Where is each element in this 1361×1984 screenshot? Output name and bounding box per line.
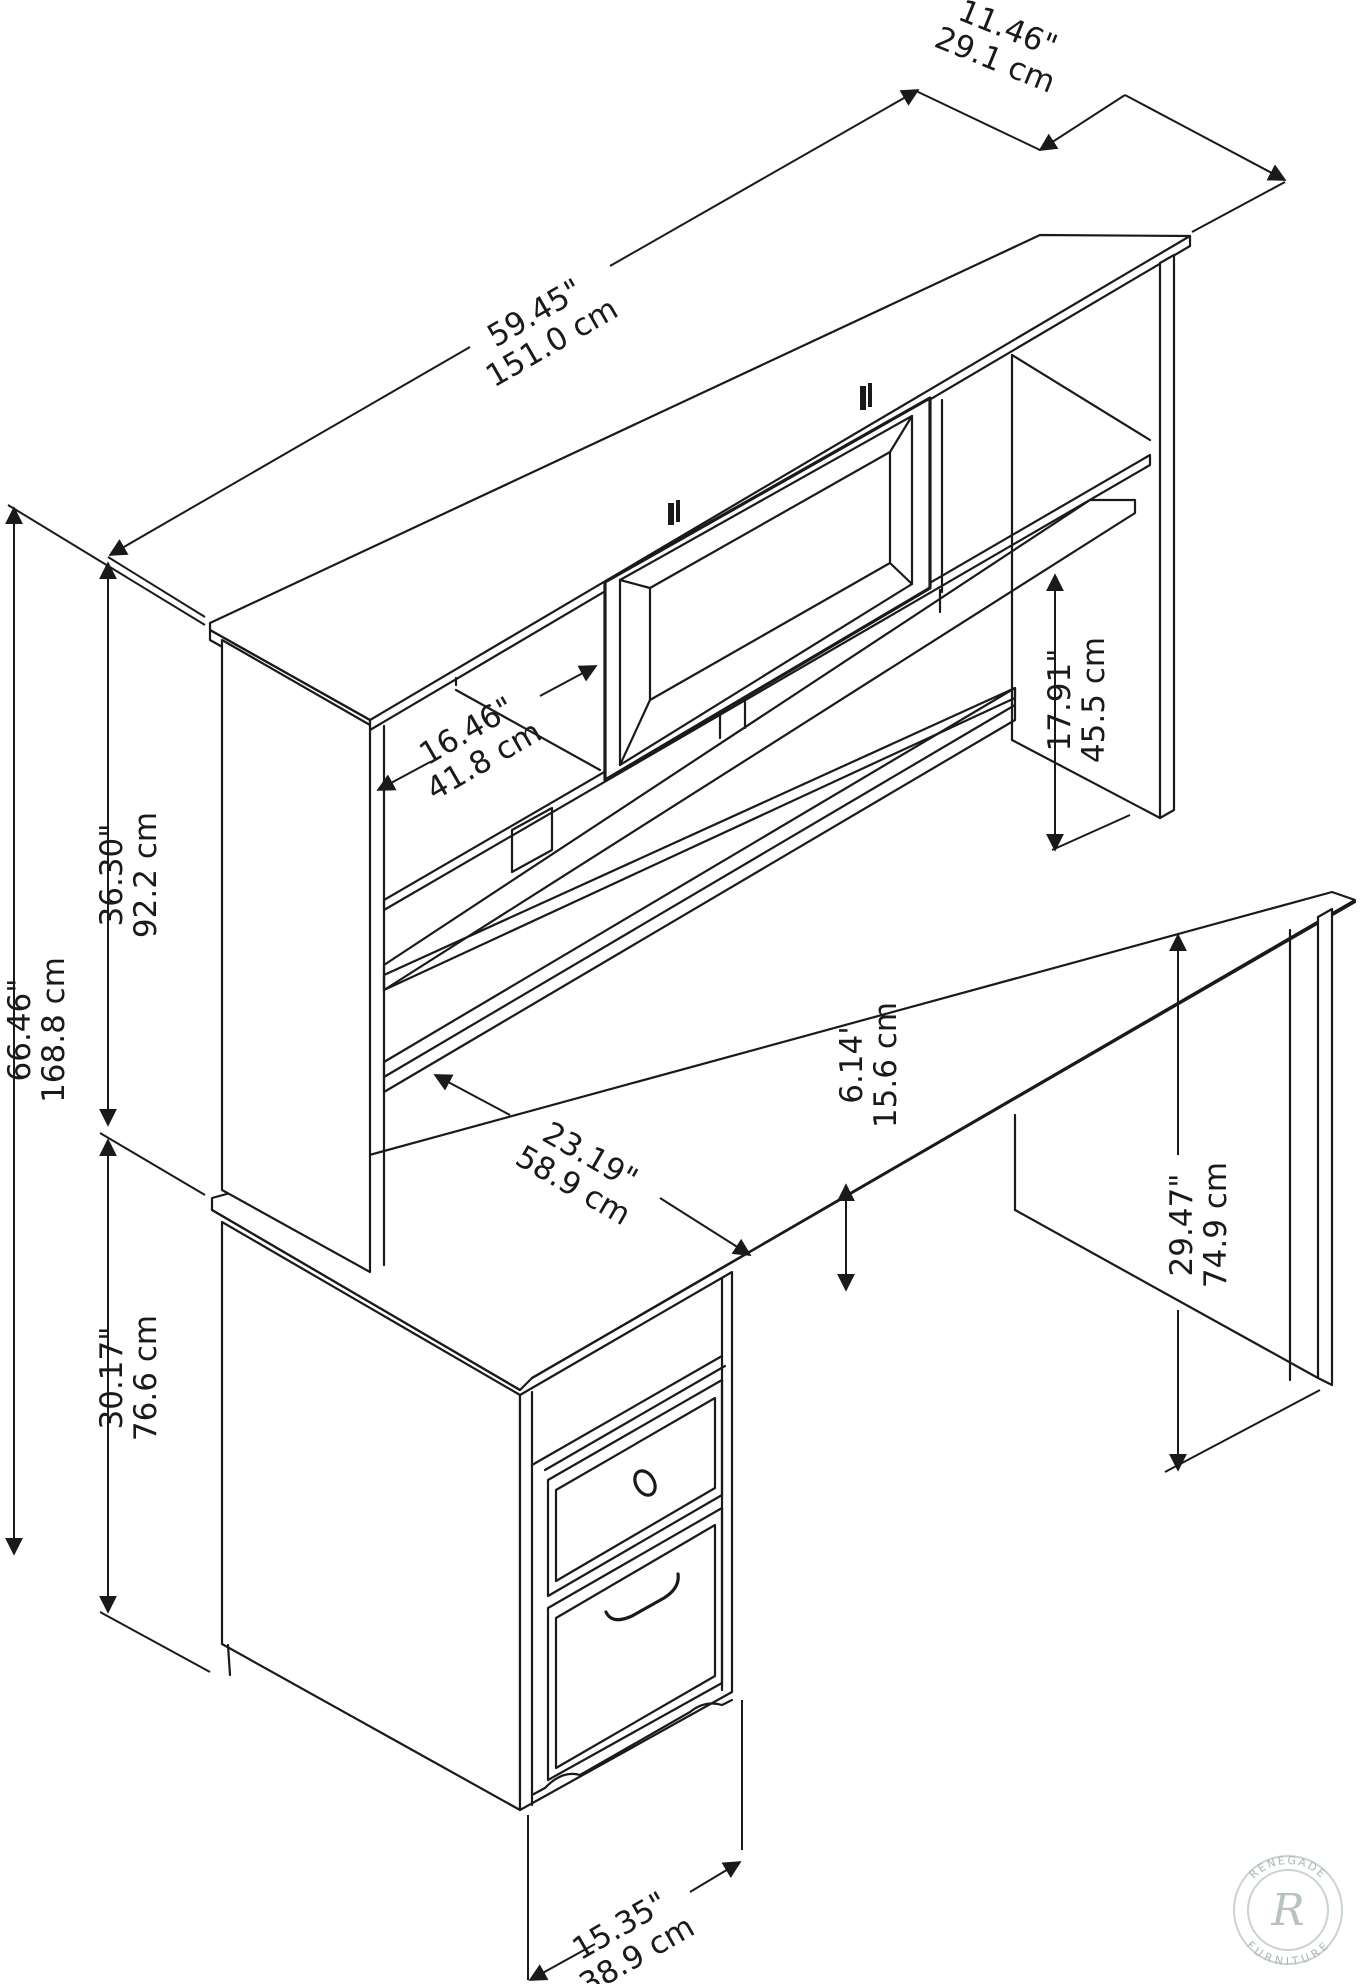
desk-height-cm: 76.6 cm <box>128 1315 164 1441</box>
hutch-clearance-cm: 15.6 cm <box>868 1002 904 1128</box>
hutch-clearance-in: 6.14' <box>834 1026 870 1104</box>
desk-drawing <box>210 890 1357 1812</box>
renegade-furniture-watermark: RENEGADE FURNITURE R <box>1233 1854 1343 1968</box>
desk-right-leg <box>1316 907 1334 1387</box>
total-height-cm: 168.8 cm <box>36 957 72 1103</box>
knee-height-in: 29.47" <box>1164 1173 1200 1276</box>
file-drawer <box>546 1506 724 1782</box>
dimension-lines <box>5 89 1321 1981</box>
hutch-left-side <box>220 638 372 1274</box>
shelf-height-in: 17.91" <box>1042 648 1078 751</box>
small-drawer <box>546 1378 724 1598</box>
hutch-door <box>603 396 932 782</box>
shelf-height-cm: 45.5 cm <box>1076 637 1112 763</box>
hutch-height-in: 36.30" <box>94 823 130 926</box>
watermark-monogram-icon: R <box>1270 1885 1304 1936</box>
watermark-ring-bottom: FURNITURE <box>1244 1939 1332 1968</box>
hutch-right-side <box>1158 253 1176 820</box>
hutch-light-rail <box>382 686 1017 1094</box>
hutch-height-cm: 92.2 cm <box>128 812 164 938</box>
drawer-knob-icon <box>633 1469 657 1497</box>
hinge-right-icon <box>860 383 872 410</box>
pedestal-kick <box>530 1698 734 1797</box>
file-drawer-handle-icon <box>604 1572 680 1622</box>
hinge-left-icon <box>668 500 680 525</box>
knee-height-cm: 74.9 cm <box>1198 1162 1234 1288</box>
hutch-drawing <box>208 233 1192 1274</box>
hutch-top <box>208 233 1192 722</box>
watermark-ring-top: RENEGADE <box>1247 1854 1329 1882</box>
total-height-in: 66.46" <box>2 978 38 1081</box>
desk-height-in: 30.17" <box>94 1326 130 1429</box>
